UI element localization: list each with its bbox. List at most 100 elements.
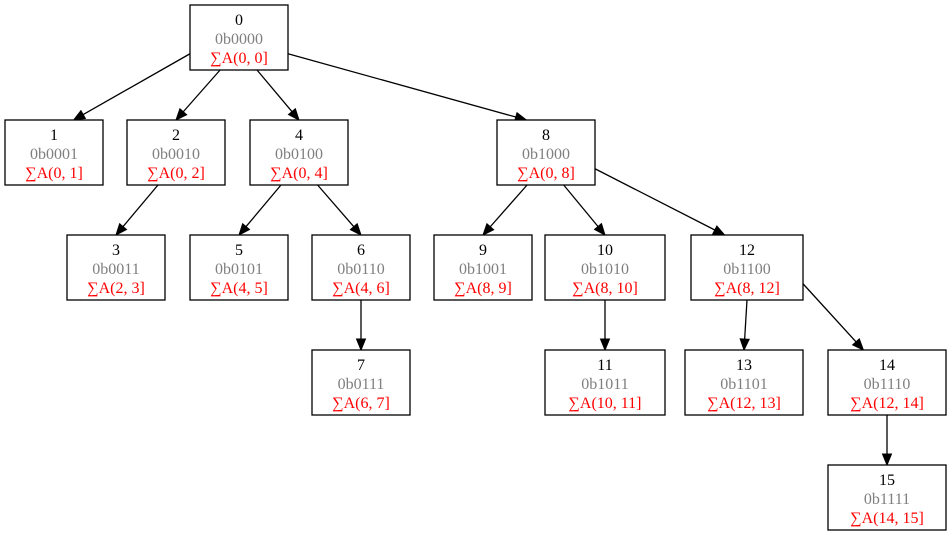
arrowhead [238,222,251,237]
node-index-label: 5 [235,242,243,259]
edge-8-to-10 [563,184,606,237]
node-box [66,234,166,301]
edge-line [594,168,716,231]
tree-node-2: 2 0b0010 ∑A(0, 2] [126,119,226,186]
arrowhead [115,222,128,237]
node-range-label: ∑A(12, 14] [850,395,924,412]
node-box [827,349,947,416]
node-index-label: 13 [736,357,752,374]
edge-line [122,184,159,227]
node-box [544,349,666,416]
edge-line [256,69,293,112]
edge-0-to-8 [287,53,528,122]
node-range-label: ∑A(0, 2] [147,165,205,182]
arrowhead [482,222,495,236]
node-box [4,119,104,186]
node-range-label: ∑A(8, 10] [572,280,638,297]
node-range-label: ∑A(4, 6] [332,280,390,297]
node-binary-label: 0b1111 [864,491,910,508]
edge-14-to-15 [881,415,893,467]
node-box [189,4,289,71]
edge-2-to-3 [115,184,159,237]
tree-node-12: 12 0b1100 ∑A(8, 12] [690,234,804,301]
node-box [311,349,411,416]
node-binary-label: 0b1010 [581,261,629,278]
node-binary-label: 0b0001 [30,146,78,163]
edge-line [82,53,191,116]
node-range-label: ∑A(6, 7] [332,395,390,412]
arrowhead [287,107,300,122]
arrowhead [349,222,362,236]
arrowhead [593,222,606,237]
edge-6-to-7 [355,300,367,352]
node-binary-label: 0b1000 [522,146,570,163]
arrowhead [851,337,865,351]
node-index-label: 6 [357,242,365,259]
tree-node-11: 11 0b1011 ∑A(10, 11] [544,349,666,416]
node-binary-label: 0b0000 [215,31,263,48]
tree-node-5: 5 0b0101 ∑A(4, 5] [189,234,289,301]
node-index-label: 2 [172,127,180,144]
tree-node-9: 9 0b1001 ∑A(8, 9] [433,234,533,301]
node-box [690,234,804,301]
node-box [684,349,804,416]
node-index-label: 15 [879,472,895,489]
tree-node-10: 10 0b1010 ∑A(8, 10] [544,234,666,301]
node-index-label: 12 [739,242,755,259]
edge-12-to-13 [739,299,750,352]
edge-0-to-2 [175,69,221,121]
node-binary-label: 0b1100 [723,261,770,278]
edge-line [287,53,516,118]
node-index-label: 8 [542,127,550,144]
node-binary-label: 0b1001 [459,261,507,278]
node-range-label: ∑A(8, 9] [454,280,512,297]
node-binary-label: 0b0101 [215,261,263,278]
node-index-label: 10 [597,242,613,259]
arrowhead [175,107,188,121]
edge-0-to-1 [72,53,191,121]
node-index-label: 9 [479,242,487,259]
arrowhead [711,225,726,236]
node-range-label: ∑A(4, 5] [210,280,268,297]
edge-line [563,184,599,227]
node-binary-label: 0b0010 [152,146,200,163]
edge-line [744,299,748,340]
node-binary-label: 0b1101 [720,376,767,393]
arrowhead [355,338,367,352]
tree-node-13: 13 0b1101 ∑A(12, 13] [684,349,804,416]
edge-0-to-4 [256,69,300,122]
tree-node-14: 14 0b1110 ∑A(12, 14] [827,349,947,416]
node-range-label: ∑A(0, 4] [270,165,328,182]
edges-layer [72,53,893,467]
node-box [126,119,226,186]
node-binary-label: 0b0011 [92,261,139,278]
edge-line [317,184,355,228]
node-range-label: ∑A(12, 13] [707,395,781,412]
node-range-label: ∑A(10, 11] [568,395,641,412]
node-binary-label: 0b1011 [581,376,628,393]
edge-line [245,184,282,227]
node-box [311,234,411,301]
node-binary-label: 0b1110 [864,376,911,393]
node-box [189,234,289,301]
tree-node-4: 4 0b0100 ∑A(0, 4] [249,119,349,186]
node-binary-label: 0b0111 [338,376,385,393]
edge-10-to-11 [599,300,611,352]
node-range-label: ∑A(2, 3] [87,280,145,297]
node-binary-label: 0b0100 [275,146,323,163]
node-range-label: ∑A(0, 8] [517,165,575,182]
edge-line [182,69,221,113]
node-index-label: 11 [597,357,612,374]
node-box [544,234,666,301]
node-range-label: ∑A(8, 12] [714,280,780,297]
node-index-label: 4 [295,127,303,144]
edge-8-to-12 [594,168,726,236]
node-index-label: 14 [879,357,895,374]
node-range-label: ∑A(14, 15] [850,510,924,527]
